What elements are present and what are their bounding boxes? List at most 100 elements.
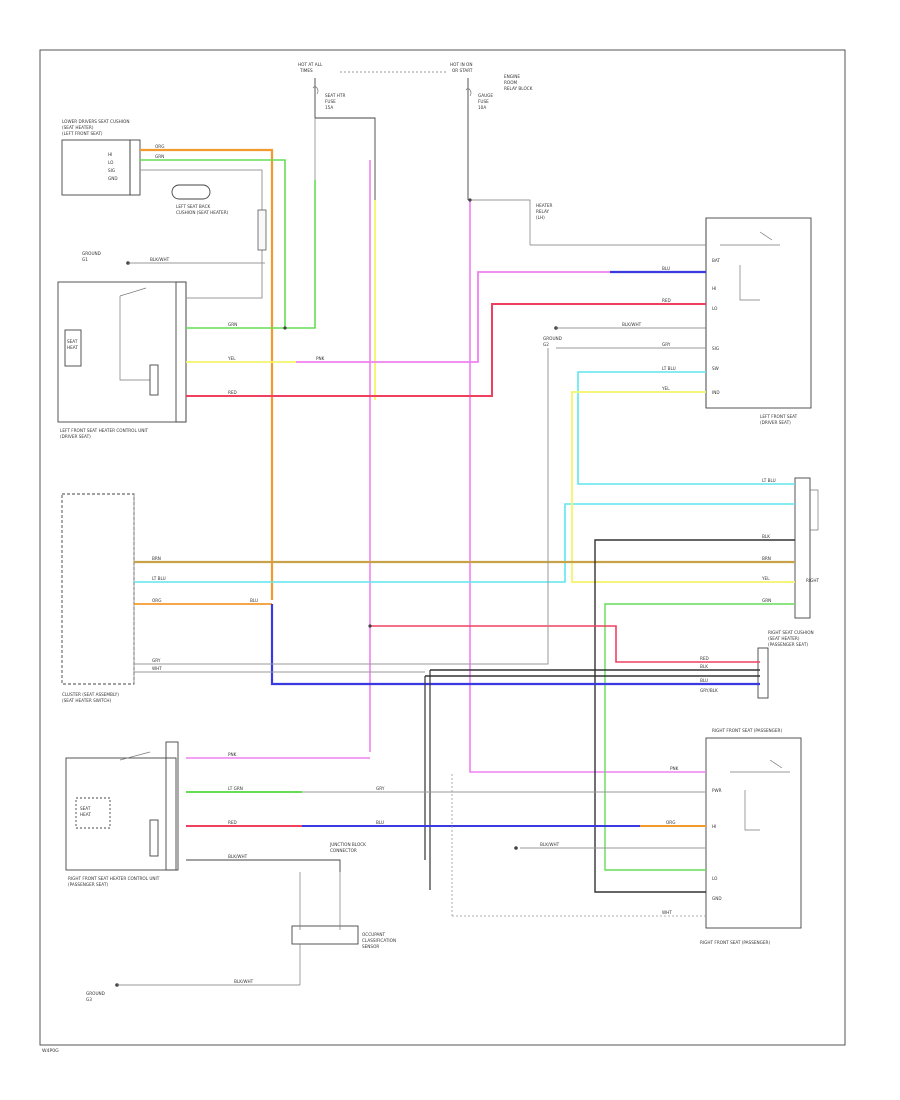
svg-text:GND: GND [108,176,118,181]
upper-right-heater: RIGHT SEAT CUSHION (SEAT HEATER) (PASSEN… [757,630,814,699]
svg-text:JUNCTION BLOCK: JUNCTION BLOCK [329,842,366,847]
footer-code: W4P0G [42,1048,59,1054]
svg-text:LOWER DRIVERS SEAT CUSHION: LOWER DRIVERS SEAT CUSHION [62,119,129,124]
right-lumbar: RIGHT [794,477,820,619]
right-front-seat: RIGHT FRONT SEAT (PASSENGER) RIGHT FRONT… [700,728,802,945]
svg-text:(SEAT HEATER): (SEAT HEATER) [62,125,94,130]
svg-text:HOT IN ON: HOT IN ON [450,62,472,67]
svg-text:GRY: GRY [662,342,671,347]
svg-text:GROUND: GROUND [543,336,562,341]
svg-text:15A: 15A [325,105,333,110]
svg-text:BLK/WHT: BLK/WHT [540,842,560,847]
svg-text:(LH): (LH) [536,215,545,220]
svg-text:LEFT SEAT BACK: LEFT SEAT BACK [176,204,211,209]
ground-bottom: BLK/WHT GROUND G3 [86,979,300,1002]
wire-blk-lower [186,859,341,872]
svg-text:IND: IND [712,390,720,395]
svg-text:ORG: ORG [155,144,164,149]
wire-pink-upper [296,271,706,363]
svg-text:G1: G1 [82,257,88,262]
svg-text:LO: LO [712,306,718,311]
svg-text:BLK/WHT: BLK/WHT [622,322,642,327]
fuse-right: HOT IN ON OR START GAUGE FUSE 10A [450,62,493,200]
svg-text:GND: GND [712,896,722,901]
svg-text:CUSHION (SEAT HEATER): CUSHION (SEAT HEATER) [176,210,229,215]
svg-text:OCCUPANT: OCCUPANT [362,932,385,937]
svg-text:RIGHT FRONT SEAT (PASSENGER): RIGHT FRONT SEAT (PASSENGER) [700,940,770,945]
svg-text:(DRIVER SEAT): (DRIVER SEAT) [60,434,91,439]
svg-text:RED: RED [228,820,237,825]
svg-text:GRY: GRY [152,658,161,663]
right-heater-switch: SEAT HEAT RIGHT FRONT SEAT HEATER CONTRO… [65,741,179,887]
svg-text:HI: HI [108,152,112,157]
svg-text:BLK/WHT: BLK/WHT [228,854,248,859]
svg-text:SENSOR: SENSOR [362,944,379,949]
svg-text:CLASSIFICATION: CLASSIFICATION [362,938,396,943]
svg-text:BRN: BRN [152,556,161,561]
svg-text:BLU: BLU [662,266,670,271]
svg-text:ORG: ORG [666,820,675,825]
svg-text:GRN: GRN [228,322,237,327]
svg-text:(DRIVER SEAT): (DRIVER SEAT) [760,420,791,425]
svg-text:BLU: BLU [376,820,384,825]
svg-text:HOT AT ALL: HOT AT ALL [298,62,323,67]
svg-text:PWR: PWR [712,788,722,793]
svg-text:(SEAT HEATER SWITCH): (SEAT HEATER SWITCH) [62,698,112,703]
ground-right: GROUND G2 BLK/WHT [543,322,706,347]
svg-text:G3: G3 [86,997,92,1002]
svg-text:RELAY: RELAY [536,209,550,214]
svg-text:YEL: YEL [227,356,236,361]
wire-black-right [594,539,795,893]
svg-text:GRN: GRN [155,154,164,159]
engine-room-block: ENGINE ROOM RELAY BLOCK [504,74,533,91]
svg-text:GRY: GRY [376,786,385,791]
svg-text:RIGHT FRONT SEAT HEATER CONTRO: RIGHT FRONT SEAT HEATER CONTROL UNIT [68,876,160,881]
svg-text:LT BLU: LT BLU [152,576,166,581]
svg-text:HI: HI [712,824,716,829]
svg-text:YEL: YEL [661,386,670,391]
heater-relay: HEATER RELAY (LH) [468,199,706,246]
wire-green-fuse [285,180,316,329]
svg-text:GROUND: GROUND [82,251,101,256]
wire-yellow-lower [571,391,795,583]
wire-green-right [604,603,795,871]
left-heater-switch: SEAT HEAT LEFT FRONT SEAT HEATER CONTROL… [57,281,187,439]
svg-text:(PASSENGER SEAT): (PASSENGER SEAT) [768,642,808,647]
svg-text:RED: RED [228,390,237,395]
svg-text:LEFT FRONT SEAT HEATER CONTROL: LEFT FRONT SEAT HEATER CONTROL UNIT [60,428,149,433]
fuse-left: HOT AT ALL TIMES SEAT HTR FUSE 15A [298,62,345,118]
svg-text:SW: SW [712,366,719,371]
svg-text:FUSE: FUSE [325,99,336,104]
svg-text:LO: LO [108,160,114,165]
svg-text:RED: RED [662,298,671,303]
svg-text:WHT: WHT [152,666,162,671]
svg-text:SEAT HTR: SEAT HTR [325,93,345,98]
svg-text:10A: 10A [478,105,486,110]
wire-red-upper [186,303,706,397]
wire-cyan-upper [577,371,795,485]
lower-left-heater: LOWER DRIVERS SEAT CUSHION (SEAT HEATER)… [61,119,141,196]
svg-text:PNK: PNK [316,356,325,361]
svg-text:RIGHT: RIGHT [806,578,820,583]
svg-text:BRN: BRN [762,556,771,561]
left-seat-back-heater: LEFT SEAT BACK CUSHION (SEAT HEATER) [171,184,229,215]
wire-orange [140,148,274,600]
svg-text:BLK/WHT: BLK/WHT [234,979,254,984]
svg-text:BLK: BLK [762,534,770,539]
svg-text:FUSE: FUSE [478,99,489,104]
svg-text:BLK: BLK [700,664,708,669]
svg-text:LT GRN: LT GRN [228,786,243,791]
wire-gray-top [140,169,263,299]
diagram-frame [39,49,846,1046]
svg-text:SEAT: SEAT [80,806,91,811]
wire-blue-loop [270,604,760,686]
svg-text:(SEAT HEATER): (SEAT HEATER) [768,636,800,641]
svg-text:PNK: PNK [228,752,237,757]
fuse-left-feed [315,117,376,300]
svg-text:LT BLU: LT BLU [762,478,776,483]
svg-text:SEAT: SEAT [67,339,78,344]
svg-text:LT BLU: LT BLU [662,366,676,371]
svg-text:SIG: SIG [712,346,719,351]
svg-text:GROUND: GROUND [86,991,105,996]
svg-text:YEL: YEL [761,576,770,581]
